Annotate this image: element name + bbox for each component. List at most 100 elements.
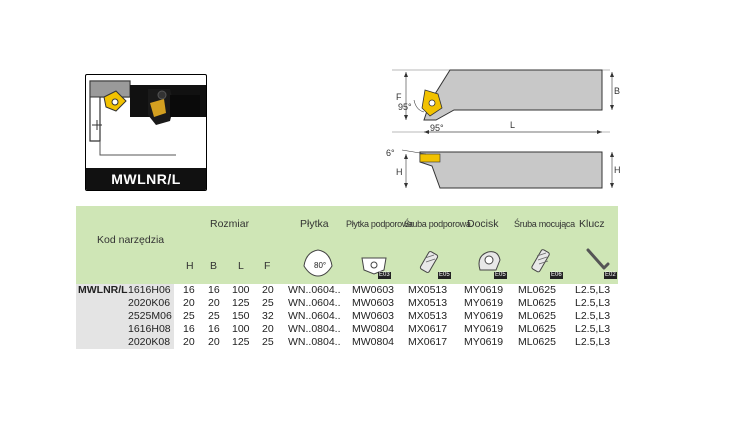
row5-code: 2020K08 (128, 336, 171, 348)
row1-f: 20 (262, 284, 274, 296)
table-header-background (76, 206, 618, 284)
header-clamp-screw: Śruba mocująca (514, 219, 575, 229)
header-code: Kod narzędzia (97, 234, 165, 246)
dimension-drawing: F B L 95° 95° H H 6° (386, 69, 620, 189)
row2-f: 25 (262, 297, 274, 309)
clamp-icon (478, 251, 501, 271)
row4-shim: MW0804 (352, 323, 395, 335)
header-size-h: H (186, 260, 194, 272)
row2-key: L2.5,L3 (575, 297, 611, 309)
row1-shim: MW0603 (352, 284, 395, 296)
header-size-f: F (264, 260, 271, 272)
row2-code: 2020K06 (128, 297, 171, 309)
row1-shim-screw: MX0513 (408, 284, 448, 296)
row5-f: 25 (262, 336, 274, 348)
badge-label: MWLNR/L (86, 168, 206, 190)
shim-icon (361, 257, 387, 275)
row3-shim-screw: MX0513 (408, 310, 448, 322)
header-shim-screw: Śruba podporowa (404, 219, 471, 229)
row5-clamp-screw: ML0625 (518, 336, 556, 348)
row5-h: 20 (183, 336, 195, 348)
row1-h: 16 (183, 284, 195, 296)
dim-l-label: L (510, 120, 515, 130)
angle-side-label: 6° (386, 148, 395, 158)
row3-l: 150 (232, 310, 250, 322)
row1-insert: WN..0604.. (288, 284, 341, 296)
row5-key: L2.5,L3 (575, 336, 611, 348)
row2-shim-screw: MX0513 (408, 297, 448, 309)
row1-clamp: MY0619 (464, 284, 504, 296)
shim-screw-tag: E05 (438, 272, 451, 279)
row2-h: 20 (183, 297, 195, 309)
header-clamp: Docisk (467, 218, 499, 230)
row4-b: 16 (208, 323, 220, 335)
row5-insert: WN..0804.. (288, 336, 341, 348)
row4-f: 20 (262, 323, 274, 335)
row5-shim-screw: MX0617 (408, 336, 448, 348)
dim-f-label: F (396, 92, 402, 102)
row-shade-5 (76, 336, 174, 349)
row3-clamp-screw: ML0625 (518, 310, 556, 322)
product-badge: MWLNR/L (85, 74, 207, 191)
row3-key: L2.5,L3 (575, 310, 611, 322)
row1-code: 1616H06 (128, 284, 171, 296)
code-prefix: MWLNR/L (78, 284, 128, 296)
row3-insert: WN..0604.. (288, 310, 341, 322)
row3-shim: MW0603 (352, 310, 395, 322)
row-shade-3 (76, 310, 174, 323)
header-size: Rozmiar (210, 218, 250, 230)
row1-l: 100 (232, 284, 250, 296)
row3-b: 25 (208, 310, 220, 322)
dim-h-left-label: H (396, 167, 403, 177)
row-shade-1 (76, 284, 174, 297)
row5-b: 20 (208, 336, 220, 348)
row4-code: 1616H08 (128, 323, 171, 335)
row3-clamp: MY0619 (464, 310, 504, 322)
header-size-l: L (238, 260, 244, 272)
row4-insert: WN..0804.. (288, 323, 341, 335)
header-key: Klucz (579, 218, 605, 230)
angle-top-label: 95° (398, 102, 412, 112)
clamp-screw-tag: E06 (550, 272, 563, 279)
row4-l: 100 (232, 323, 250, 335)
row2-shim: MW0603 (352, 297, 395, 309)
row2-insert: WN..0604.. (288, 297, 341, 309)
shim-tag: E03 (378, 272, 391, 279)
row3-f: 32 (262, 310, 274, 322)
clamp-screw-icon (531, 249, 550, 273)
row2-b: 20 (208, 297, 220, 309)
row5-shim: MW0804 (352, 336, 395, 348)
header-shim: Płytka podporowa (346, 219, 413, 229)
row3-code: 2525M06 (128, 310, 172, 322)
row4-key: L2.5,L3 (575, 323, 611, 335)
header-size-b: B (210, 260, 218, 272)
row2-l: 125 (232, 297, 250, 309)
row4-clamp-screw: ML0625 (518, 323, 556, 335)
tool-holder-illustration (89, 80, 206, 156)
header-insert: Płytka (300, 218, 329, 230)
shim-screw-icon (419, 251, 439, 273)
insert-icon: 80° (303, 249, 333, 277)
clamp-tag: E05 (494, 272, 507, 279)
side-view: H H 6° (386, 148, 620, 189)
row2-clamp: MY0619 (464, 297, 504, 309)
row5-l: 125 (232, 336, 250, 348)
dim-h-right-label: H (614, 165, 620, 175)
row1-clamp-screw: ML0625 (518, 284, 556, 296)
row1-key: L2.5,L3 (575, 284, 611, 296)
row3-h: 25 (183, 310, 195, 322)
row-shade-2 (76, 297, 174, 310)
row4-clamp: MY0619 (464, 323, 504, 335)
key-tag: E02 (604, 272, 617, 279)
row-shade-4 (76, 323, 174, 336)
hex-key-icon (586, 248, 610, 270)
row1-b: 16 (208, 284, 220, 296)
top-view: F B L 95° 95° (392, 69, 620, 134)
angle-bottom-label: 95° (430, 123, 444, 133)
row2-clamp-screw: ML0625 (518, 297, 556, 309)
row4-h: 16 (183, 323, 195, 335)
insert-angle-label: 80° (314, 261, 326, 270)
row4-shim-screw: MX0617 (408, 323, 448, 335)
row5-clamp: MY0619 (464, 336, 504, 348)
dim-b-label: B (614, 86, 620, 96)
